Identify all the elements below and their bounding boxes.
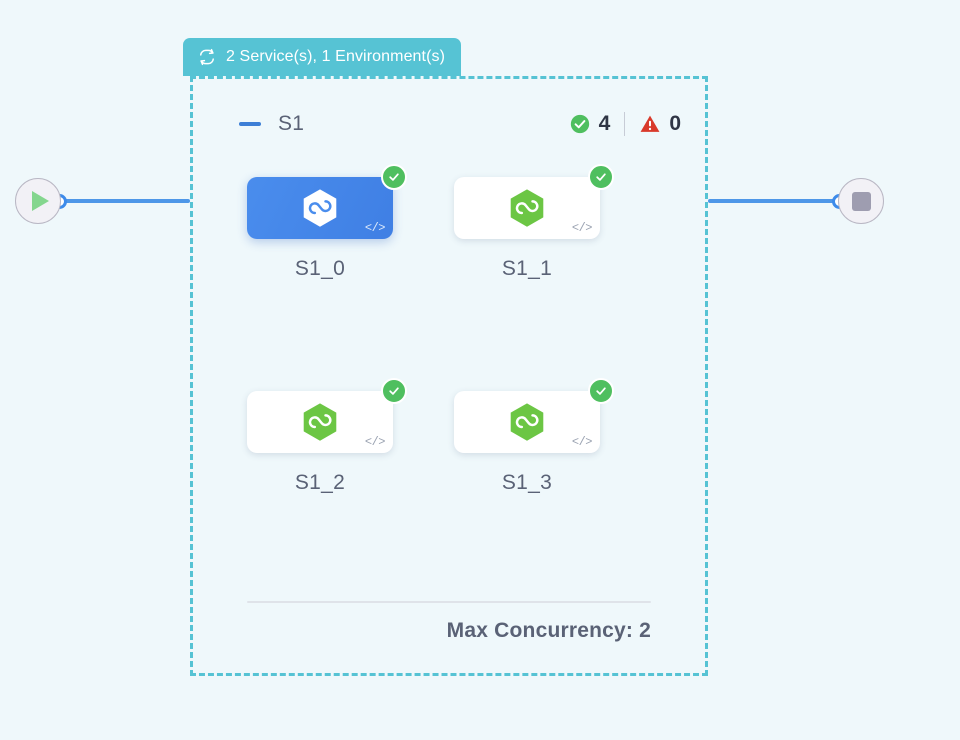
edge-start-to-group[interactable] xyxy=(62,199,190,203)
service-card[interactable]: </> xyxy=(247,164,407,239)
check-circle-icon xyxy=(588,164,614,190)
service-node-label: S1_3 xyxy=(501,471,553,494)
check-circle-icon xyxy=(570,114,589,134)
check-circle-icon xyxy=(588,378,614,404)
service-node-label: S1_1 xyxy=(501,257,553,280)
error-count: 0 xyxy=(669,112,681,135)
group-header-row: S1 4 0 xyxy=(193,107,705,141)
edge-group-to-end[interactable] xyxy=(708,199,841,203)
end-node[interactable] xyxy=(838,178,884,224)
code-badge: </> xyxy=(364,221,386,235)
status-divider xyxy=(624,112,626,136)
service-node-2: </> S1_2 xyxy=(247,378,454,495)
service-node-3: </> S1_3 xyxy=(454,378,661,495)
play-icon xyxy=(32,191,49,211)
service-group-container[interactable]: S1 4 0 xyxy=(190,76,708,676)
service-node-label: S1_2 xyxy=(294,471,346,494)
group-header-tab[interactable]: 2 Service(s), 1 Environment(s) xyxy=(183,38,462,76)
code-badge: </> xyxy=(571,221,593,235)
check-circle-icon xyxy=(381,378,407,404)
code-badge: </> xyxy=(364,435,386,449)
loop-icon xyxy=(200,48,214,66)
success-count: 4 xyxy=(598,112,611,135)
service-card[interactable]: </> xyxy=(454,164,614,239)
group-footer: Max Concurrency: 2 xyxy=(247,601,651,643)
status-error: 0 xyxy=(639,112,681,136)
service-card[interactable]: </> xyxy=(454,378,614,453)
group-name-label: S1 xyxy=(278,112,305,135)
hexagon-loop-icon xyxy=(510,189,544,227)
minus-icon[interactable] xyxy=(239,122,261,126)
service-node-0: </> S1_0 xyxy=(247,164,454,281)
status-success: 4 xyxy=(569,112,611,136)
status-summary: 4 0 xyxy=(569,112,681,136)
code-badge: </> xyxy=(571,435,593,449)
hexagon-loop-icon xyxy=(303,189,337,227)
start-node[interactable] xyxy=(15,178,61,224)
stop-icon xyxy=(851,191,871,211)
check-circle-icon xyxy=(381,164,407,190)
service-node-label: S1_0 xyxy=(294,257,346,280)
service-node-1: </> S1_1 xyxy=(454,164,661,281)
service-node-grid: </> S1_0 </> S xyxy=(193,164,705,495)
group-tab-title: 2 Service(s), 1 Environment(s) xyxy=(226,48,446,65)
hexagon-loop-icon xyxy=(303,403,337,441)
hexagon-loop-icon xyxy=(510,403,544,441)
footer-divider xyxy=(247,601,651,603)
max-concurrency-label: Max Concurrency: 2 xyxy=(446,619,651,642)
warning-triangle-icon xyxy=(640,115,660,132)
service-card[interactable]: </> xyxy=(247,378,407,453)
